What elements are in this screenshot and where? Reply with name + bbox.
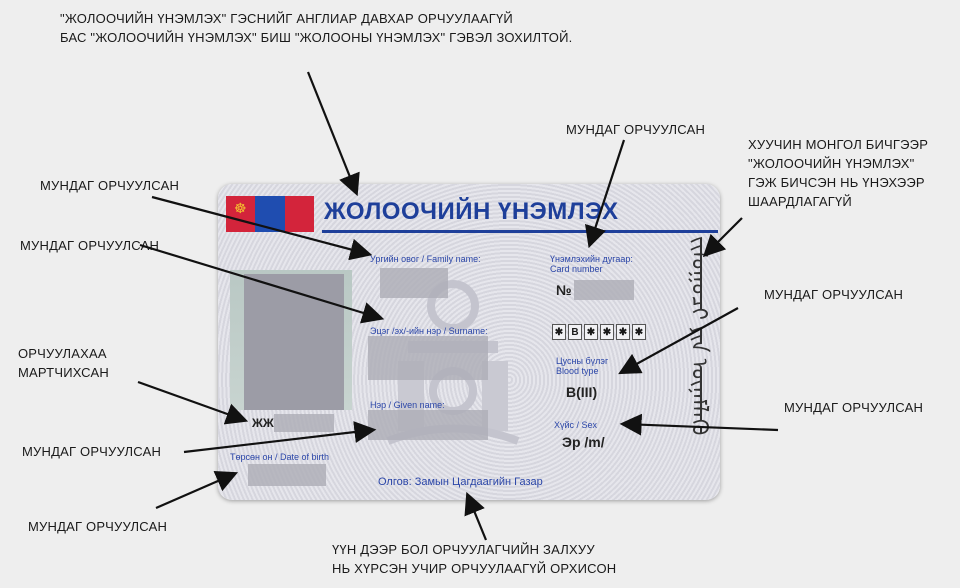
blood-type-value: B(III) xyxy=(566,384,598,400)
given-name-redacted xyxy=(368,410,488,440)
annotation-correct-sex: МУНДАГ ОРЧУУЛСАН xyxy=(784,400,924,415)
annotation-correct-family-name: МУНДАГ ОРЧУУЛСАН xyxy=(40,178,180,193)
license-category-boxes: ✱ B ✱ ✱ ✱ ✱ xyxy=(552,324,646,340)
card-title: ЖОЛООЧИЙН ҮНЭМЛЭХ xyxy=(324,198,619,225)
annotation-forgot: ОРЧУУЛАХАА МАРТЧИХСАН xyxy=(18,346,109,380)
annotation-old-script: ХУУЧИН МОНГОЛ БИЧГЭЭР "ЖОЛООЧИЙН ҮНЭМЛЭХ… xyxy=(748,137,929,209)
category-box: ✱ xyxy=(632,324,646,340)
surname-label: Эцэг /эх/-ийн нэр / Surname: xyxy=(370,326,488,336)
arrow-to-title xyxy=(306,71,360,197)
card-number-redacted xyxy=(574,280,634,300)
dob-label: Төрсөн он / Date of birth xyxy=(230,452,329,462)
arrow-to-issuer xyxy=(464,491,488,541)
soyombo-icon: ☸ xyxy=(234,200,247,216)
id-prefix: ЖЖ xyxy=(252,416,274,430)
sex-value: Эр /m/ xyxy=(562,434,605,450)
card-number-prefix: № xyxy=(556,282,572,298)
family-name-redacted xyxy=(380,268,448,298)
category-box: ✱ xyxy=(600,324,614,340)
id-number-redacted xyxy=(274,414,334,432)
category-box: ✱ xyxy=(616,324,630,340)
annotation-correct-given-name: МУНДАГ ОРЧУУЛСАН xyxy=(22,444,162,459)
family-name-label: Ургийн овог / Family name: xyxy=(370,254,481,264)
category-box: ✱ xyxy=(552,324,566,340)
driver-license-card: ☸ ЖОЛООЧИЙН ҮНЭМЛЭХ Ургийн овог / Family… xyxy=(218,184,720,500)
mongol-script-title: ᠵᠢᠯᠤᠭᠤᠴᠢ ᠶᠢᠨ ᠦᠨᠡᠮᠯᠡᠬᠦ xyxy=(687,236,712,436)
annotation-correct-dob: МУНДАГ ОРЧУУЛСАН xyxy=(28,519,168,534)
surname-redacted xyxy=(368,336,488,380)
annotation-top: "ЖОЛООЧИЙН ҮНЭМЛЭХ" ГЭСНИЙГ АНГЛИАР ДАВХ… xyxy=(60,11,573,45)
holder-photo xyxy=(230,270,352,410)
annotation-bottom: ҮҮН ДЭЭР БОЛ ОРЧУУЛАГЧИЙН ЗАЛХУУ НЬ ХҮРС… xyxy=(332,542,617,576)
blood-type-label: Цусны бүлэг Blood type xyxy=(556,356,609,376)
sex-label: Хүйс / Sex xyxy=(554,420,598,430)
annotation-correct-surname: МУНДАГ ОРЧУУЛСАН xyxy=(20,238,160,253)
annotation-correct-card-number: МУНДАГ ОРЧУУЛСАН xyxy=(566,122,706,137)
category-box: B xyxy=(568,324,582,340)
annotation-correct-blood-type: МУНДАГ ОРЧУУЛСАН xyxy=(764,287,904,302)
title-underline xyxy=(322,230,718,233)
mongolian-flag: ☸ xyxy=(226,196,314,232)
issuer: Олгов: Замын Цагдаагийн Газар xyxy=(378,476,543,488)
category-box: ✱ xyxy=(584,324,598,340)
photo-redaction xyxy=(244,274,344,410)
given-name-label: Нэр / Given name: xyxy=(370,400,445,410)
card-number-label: Үнэмлэхийн дугаар: Card number xyxy=(550,254,633,274)
dob-redacted xyxy=(248,464,326,486)
